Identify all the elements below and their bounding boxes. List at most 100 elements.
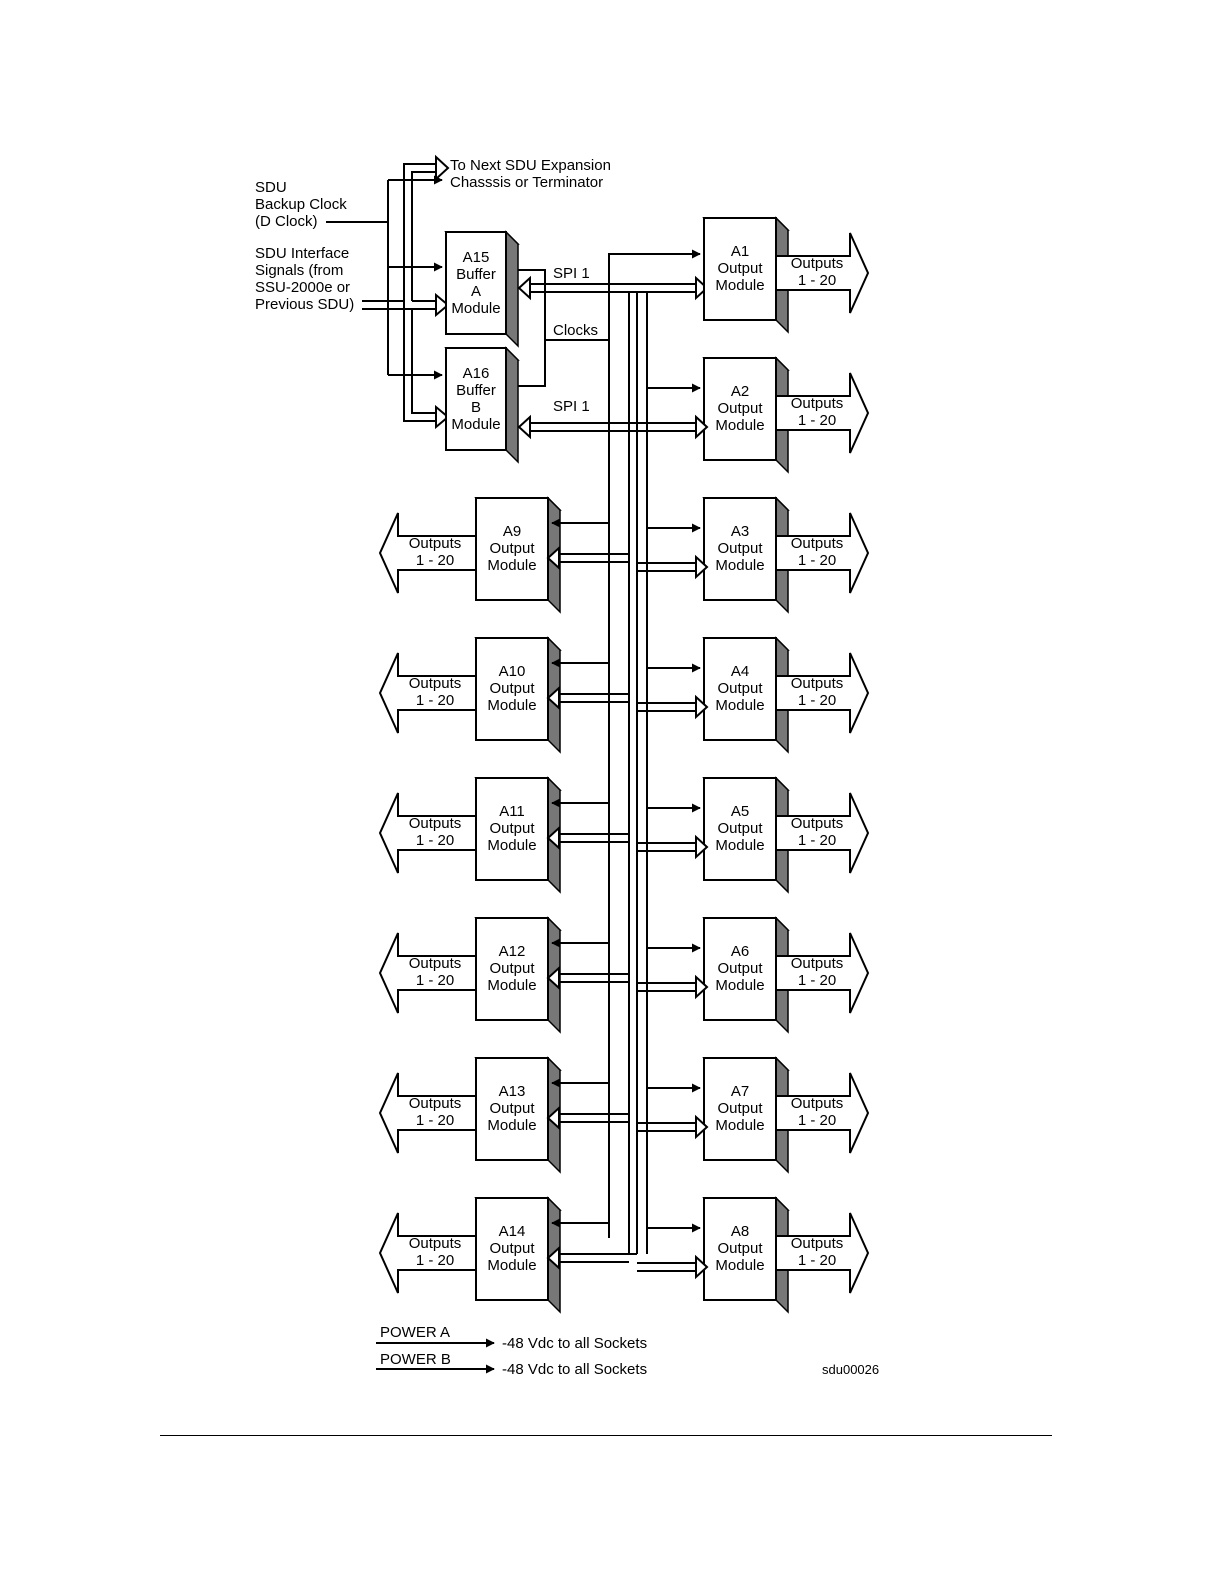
left-module-wiring [546, 658, 629, 711]
module-word-label: Module [715, 1117, 764, 1134]
outputs-label-line2: 1 - 20 [798, 1252, 836, 1269]
outputs-label-line1: Outputs [409, 535, 462, 552]
outputs-label-line2: 1 - 20 [798, 272, 836, 289]
outputs-label-line1: Outputs [409, 955, 462, 972]
module-type-label: Output [717, 1240, 763, 1257]
outputs-label-line2: 1 - 20 [416, 1112, 454, 1129]
outputs-label-line2: 1 - 20 [416, 1252, 454, 1269]
next-sdu-label-line2: Chasssis or Terminator [450, 174, 603, 191]
module-id-label: A14 [499, 1223, 526, 1240]
module-type-label: Output [717, 400, 763, 417]
module-id-label: A2 [731, 383, 749, 400]
interface-signals-label-3: SSU-2000e or [255, 279, 350, 296]
module-type-label: Output [489, 960, 535, 977]
outputs-label-line2: 1 - 20 [798, 972, 836, 989]
module-id-label: A12 [499, 943, 526, 960]
spi-label-a: SPI 1 [553, 265, 590, 282]
module-id-label: A8 [731, 1223, 749, 1240]
spi-label-b: SPI 1 [553, 398, 590, 415]
module-type-label: Output [717, 1100, 763, 1117]
outputs-label-line2: 1 - 20 [416, 832, 454, 849]
buffer-module-a15: A15 Buffer A Module [444, 230, 520, 348]
module-type-label: Output [717, 680, 763, 697]
buffer-a16-label-4: Module [451, 416, 500, 433]
right-module-wiring [637, 803, 709, 860]
module-id-label: A6 [731, 943, 749, 960]
right-module-wiring [637, 663, 709, 720]
module-word-label: Module [487, 697, 536, 714]
module-id-label: A13 [499, 1083, 526, 1100]
outputs-label-line1: Outputs [791, 675, 844, 692]
outputs-label-line2: 1 - 20 [416, 692, 454, 709]
backup-clock-label-1: SDU [255, 179, 287, 196]
outputs-label-line1: Outputs [791, 255, 844, 272]
module-id-label: A1 [731, 243, 749, 260]
backup-clock-label-3: (D Clock) [255, 213, 318, 230]
clocks-label: Clocks [553, 322, 598, 339]
module-word-label: Module [715, 557, 764, 574]
outputs-label-line1: Outputs [409, 1235, 462, 1252]
module-id-label: A10 [499, 663, 526, 680]
module-word-label: Module [487, 837, 536, 854]
module-id-label: A11 [499, 803, 525, 820]
module-word-label: Module [715, 277, 764, 294]
module-word-label: Module [487, 1117, 536, 1134]
left-module-wiring [546, 518, 629, 571]
module-type-label: Output [717, 260, 763, 277]
module-type-label: Output [717, 960, 763, 977]
outputs-label-line1: Outputs [409, 675, 462, 692]
left-module-wiring [546, 1078, 629, 1131]
interface-signals-label-1: SDU Interface [255, 245, 349, 262]
right-module-wiring [637, 383, 709, 440]
power-a-note: -48 Vdc to all Sockets [502, 1335, 647, 1352]
buffer-a16-label-3: B [471, 399, 481, 416]
interface-signals-label-2: Signals (from [255, 262, 343, 279]
next-sdu-label-line1: To Next SDU Expansion [450, 157, 611, 174]
power-a-label: POWER A [380, 1324, 450, 1341]
left-module-wiring [546, 798, 629, 851]
buffer-a15-label-1: A15 [463, 249, 490, 266]
module-word-label: Module [487, 557, 536, 574]
module-word-label: Module [715, 837, 764, 854]
outputs-label-line1: Outputs [791, 1235, 844, 1252]
power-legend: POWER A -48 Vdc to all Sockets POWER B -… [376, 1324, 647, 1378]
module-type-label: Output [489, 1240, 535, 1257]
power-b-label: POWER B [380, 1351, 451, 1368]
outputs-label-line2: 1 - 20 [416, 552, 454, 569]
buffer-a16-label-2: Buffer [456, 382, 496, 399]
module-word-label: Module [487, 977, 536, 994]
outputs-label-line2: 1 - 20 [798, 692, 836, 709]
module-id-label: A5 [731, 803, 749, 820]
module-word-label: Module [715, 977, 764, 994]
buffer-module-a16: A16 Buffer B Module [444, 346, 520, 464]
backup-clock-wiring [326, 175, 443, 380]
outputs-label-line1: Outputs [791, 535, 844, 552]
module-id-label: A4 [731, 663, 749, 680]
buffer-a15-label-2: Buffer [456, 266, 496, 283]
left-module-wiring [546, 938, 629, 991]
module-id-label: A7 [731, 1083, 749, 1100]
module-id-label: A3 [731, 523, 749, 540]
right-module-wiring [637, 1223, 709, 1280]
outputs-label-line1: Outputs [791, 395, 844, 412]
